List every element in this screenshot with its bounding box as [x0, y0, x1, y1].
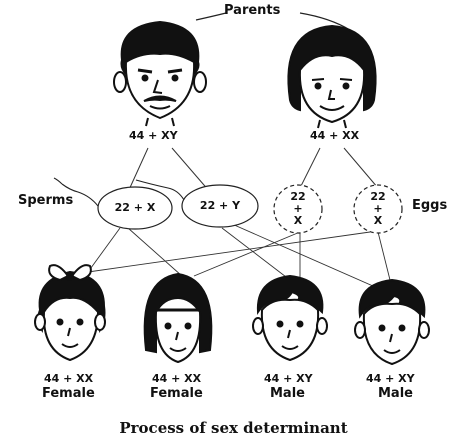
child-3-genotype: 44 + XY	[264, 372, 313, 385]
child-2-sex: Female	[150, 386, 203, 401]
sperms-label: Sperms	[18, 193, 74, 208]
egg-cell-2-label: 22 + X	[363, 191, 393, 227]
egg-cell-1	[273, 184, 323, 234]
parents-label: Parents	[224, 3, 281, 18]
diagram-caption: Process of sex determinant	[119, 419, 348, 437]
daughter-1-icon	[34, 264, 106, 362]
son-2-icon	[354, 278, 430, 366]
sperm-cell-y	[135, 179, 259, 228]
child-1-sex: Female	[42, 386, 95, 401]
sperm-cell-x	[53, 177, 173, 230]
egg-cell-1-chromosome: X	[293, 214, 303, 227]
father-genotype: 44 + XY	[129, 129, 178, 142]
mother-genotype: 44 + XX	[310, 129, 360, 142]
child-2-genotype: 44 + XX	[152, 372, 202, 385]
parent-to-gamete-lines	[127, 147, 379, 193]
child-4-genotype: 44 + XY	[366, 372, 415, 385]
fertilization-lines	[87, 223, 393, 291]
egg-cell-1-label: 22 + X	[283, 191, 313, 227]
sperm-cell-y-label: 22 + Y	[199, 199, 241, 212]
mother-icon	[287, 24, 377, 129]
egg-cell-2-plus: +	[373, 202, 383, 215]
daughter-2-icon	[143, 272, 213, 364]
eggs-label: Eggs	[412, 198, 448, 213]
egg-cell-2-number: 22	[370, 190, 386, 203]
son-1-icon	[252, 274, 328, 362]
father-icon	[113, 20, 207, 127]
child-3-sex: Male	[270, 386, 305, 401]
egg-cell-2-chromosome: X	[373, 214, 383, 227]
egg-cell-1-plus: +	[293, 202, 303, 215]
child-1-genotype: 44 + XX	[44, 372, 94, 385]
egg-cell-1-number: 22	[290, 190, 306, 203]
child-4-sex: Male	[378, 386, 413, 401]
sperm-cell-x-label: 22 + X	[114, 201, 156, 214]
egg-cell-2	[353, 184, 403, 234]
